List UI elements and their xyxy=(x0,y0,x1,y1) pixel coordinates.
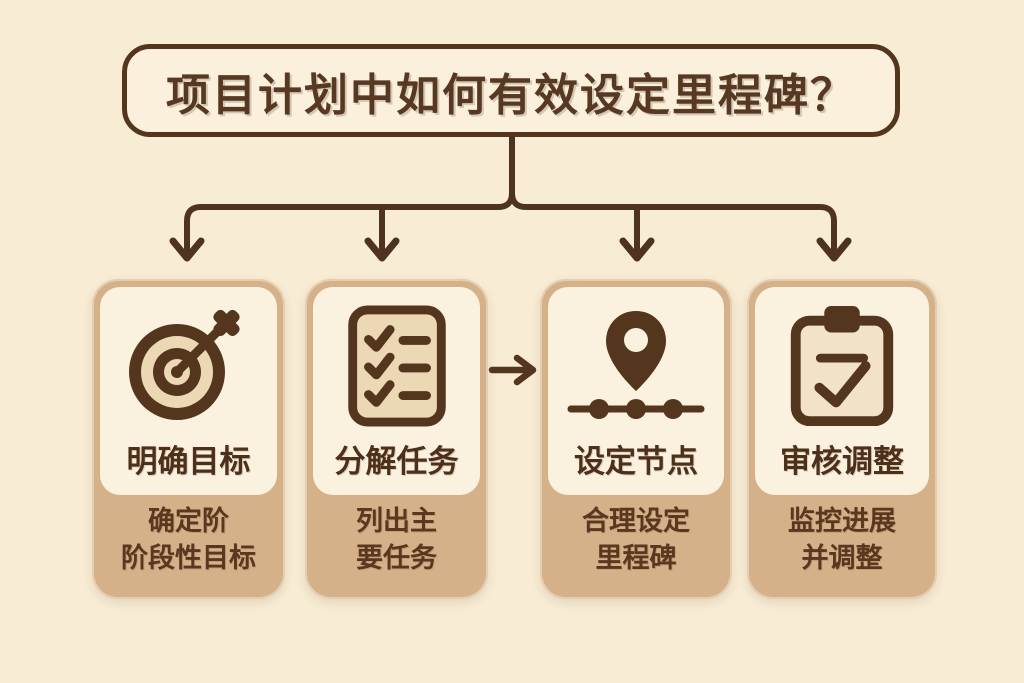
milestone-pin-icon-svg xyxy=(567,310,705,419)
card-title: 明确目标 xyxy=(126,444,251,480)
subtitle-line: 里程碑 xyxy=(595,543,677,574)
arrowhead-down-icon xyxy=(619,237,655,262)
target-icon xyxy=(123,287,255,436)
card-panel: 分解任务 xyxy=(313,287,480,495)
arrowhead-down-icon xyxy=(169,237,205,262)
subtitle-line: 并调整 xyxy=(801,543,883,574)
clipboard-check-icon-svg xyxy=(790,305,894,426)
subtitle-line: 列出主 xyxy=(356,506,437,537)
card-decompose-tasks: 分解任务 列出主 要任务 xyxy=(305,279,488,599)
clipboard-check-icon xyxy=(786,287,898,436)
card-panel: 设定节点 xyxy=(548,287,724,495)
card-subtitle: 确定阶 阶段性目标 xyxy=(92,503,285,577)
card-subtitle: 列出主 要任务 xyxy=(305,503,488,577)
milestone-pin-icon xyxy=(561,287,711,436)
checklist-icon xyxy=(345,287,449,436)
card-set-milestones: 设定节点 合理设定 里程碑 xyxy=(540,279,732,599)
card-title: 设定节点 xyxy=(574,444,698,480)
target-icon-svg xyxy=(128,309,240,420)
flow-right-arrow-icon xyxy=(488,354,537,386)
arrowhead-down-icon xyxy=(816,237,852,262)
connector-right-branch xyxy=(509,136,837,253)
connector-left-branch xyxy=(184,136,515,253)
card-subtitle: 监控进展 并调整 xyxy=(747,503,937,577)
subtitle-line: 要任务 xyxy=(356,543,437,574)
title-box: 项目计划中如何有效设定里程碑？ xyxy=(122,44,900,137)
page-title: 项目计划中如何有效设定里程碑？ xyxy=(166,69,856,121)
subtitle-line: 合理设定 xyxy=(582,506,690,537)
arrowhead-down-icon xyxy=(364,237,400,262)
subtitle-line: 阶段性目标 xyxy=(121,543,256,574)
card-title: 审核调整 xyxy=(780,444,904,480)
card-subtitle: 合理设定 里程碑 xyxy=(540,503,732,577)
subtitle-line: 确定阶 xyxy=(148,506,229,537)
card-panel: 明确目标 xyxy=(100,287,277,495)
card-clarify-goals: 明确目标 确定阶 阶段性目标 xyxy=(92,279,285,599)
branch-connector-arrows xyxy=(169,136,852,262)
card-panel: 审核调整 xyxy=(755,287,929,495)
subtitle-line: 监控进展 xyxy=(788,506,896,537)
card-title: 分解任务 xyxy=(334,444,459,480)
checklist-icon-svg xyxy=(347,304,446,427)
card-review-adjust: 审核调整 监控进展 并调整 xyxy=(747,279,937,599)
